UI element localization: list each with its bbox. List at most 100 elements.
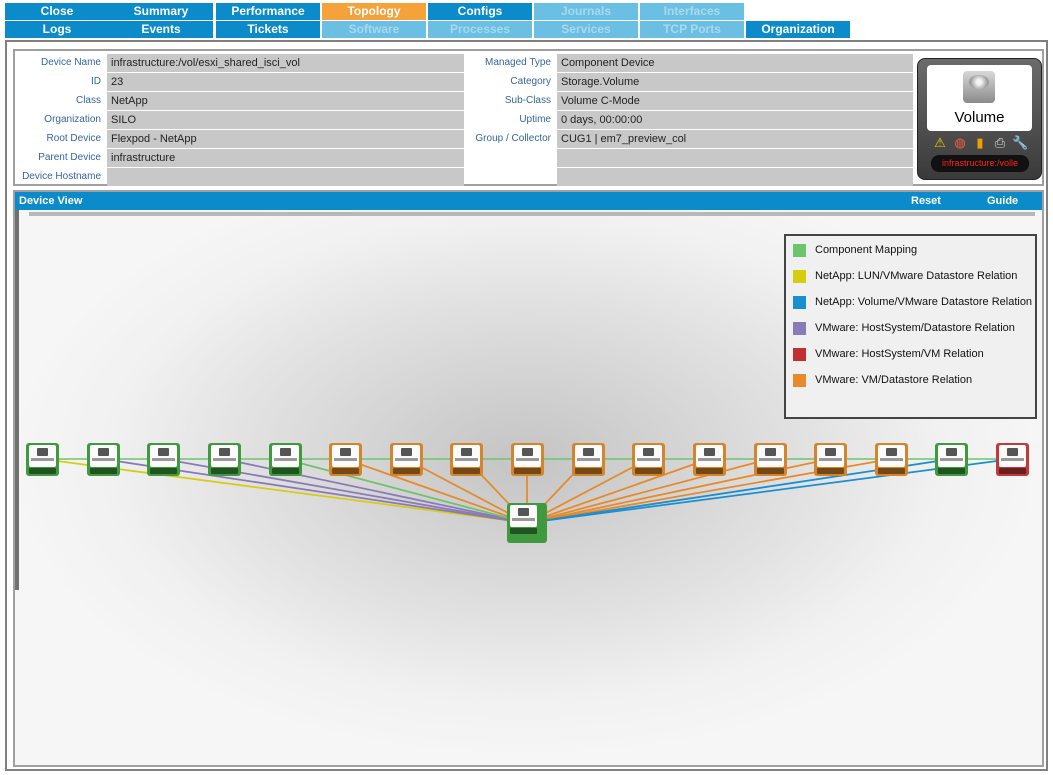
field-label: Category xyxy=(510,76,551,87)
field-label: Group / Collector xyxy=(475,133,551,144)
device-icon xyxy=(332,445,360,467)
device-status-strip xyxy=(635,468,663,474)
topology-node[interactable] xyxy=(632,443,666,476)
device-caption xyxy=(31,458,54,461)
topology-node[interactable] xyxy=(207,443,241,476)
field-value xyxy=(557,168,913,186)
device-icon xyxy=(999,445,1026,467)
device-caption xyxy=(91,458,115,461)
horizontal-scrollbar[interactable] xyxy=(29,212,1035,216)
topology-node-center[interactable] xyxy=(507,503,547,543)
topology-node[interactable] xyxy=(935,443,969,476)
warning-icon[interactable]: ⚠ xyxy=(934,135,946,150)
device-icon xyxy=(635,445,663,467)
legend-label: NetApp: Volume/VMware Datastore Relation xyxy=(815,296,1033,308)
topology-node[interactable] xyxy=(147,443,181,476)
device-status-strip xyxy=(999,468,1026,474)
topology-node[interactable] xyxy=(571,443,605,476)
device-icon xyxy=(150,445,178,467)
topology-node[interactable] xyxy=(329,443,363,476)
legend-swatch xyxy=(793,374,806,387)
device-icon xyxy=(510,505,537,527)
field-value: Storage.Volume xyxy=(557,73,913,91)
device-status-strip xyxy=(877,468,905,474)
device-icon xyxy=(877,445,905,467)
field-label: Class xyxy=(75,95,101,106)
legend-label: NetApp: LUN/VMware Datastore Relation xyxy=(815,270,1018,282)
device-glyph xyxy=(825,448,837,456)
device-caption xyxy=(637,458,661,461)
topology-node[interactable] xyxy=(511,443,544,476)
vertical-scrollbar[interactable] xyxy=(15,210,19,590)
device-icon xyxy=(271,445,299,467)
volume-icon-disk xyxy=(969,75,989,89)
device-glyph xyxy=(885,448,897,456)
tab-logs[interactable]: Logs xyxy=(5,21,109,38)
device-glyph xyxy=(582,448,594,456)
field-label: Parent Device xyxy=(38,152,101,163)
device-status-strip xyxy=(756,468,784,474)
topology-node[interactable] xyxy=(389,443,423,476)
topology-node[interactable] xyxy=(996,443,1029,476)
field-value: Flexpod - NetApp xyxy=(107,130,464,148)
field-value xyxy=(557,149,913,167)
tab-summary[interactable]: Summary xyxy=(109,3,213,20)
guide-button[interactable]: Guide xyxy=(987,195,1019,207)
tab-organization[interactable]: Organization xyxy=(746,21,850,38)
topology-node[interactable] xyxy=(268,443,302,476)
tab-software: Software xyxy=(322,21,426,38)
field-label: Device Name xyxy=(40,57,101,68)
wrench-icon[interactable]: 🔧 xyxy=(1012,135,1029,150)
device-caption xyxy=(758,458,782,461)
device-icon xyxy=(756,445,784,467)
lifebuoy-icon[interactable]: ◍ xyxy=(954,135,966,150)
field-value: Component Device xyxy=(557,54,913,72)
device-icon xyxy=(695,445,723,467)
relation-link xyxy=(526,458,710,524)
field-value: Volume C-Mode xyxy=(557,92,913,110)
topology-node[interactable] xyxy=(86,443,120,476)
field-label: Uptime xyxy=(519,114,551,125)
field-label: Managed Type xyxy=(485,57,551,68)
device-glyph xyxy=(518,508,529,516)
topology-node[interactable] xyxy=(753,443,787,476)
device-glyph xyxy=(218,448,230,456)
device-icon xyxy=(89,445,117,467)
device-caption xyxy=(940,458,964,461)
field-value: NetApp xyxy=(107,92,464,110)
tab-topology[interactable]: Topology xyxy=(322,3,426,20)
device-caption xyxy=(394,458,418,461)
topology-node[interactable] xyxy=(874,443,908,476)
topology-node[interactable] xyxy=(692,443,726,476)
device-caption xyxy=(576,458,600,461)
topology-node[interactable] xyxy=(814,443,848,476)
tab-close[interactable]: Close xyxy=(5,3,109,20)
bar-chart-icon[interactable]: ▮ xyxy=(976,135,984,150)
tab-tcp-ports: TCP Ports xyxy=(640,21,744,38)
tab-tickets[interactable]: Tickets xyxy=(216,21,320,38)
tab-journals: Journals xyxy=(534,3,638,20)
reset-button[interactable]: Reset xyxy=(911,195,941,207)
device-icon xyxy=(938,445,966,467)
field-value xyxy=(107,168,464,186)
field-value: 23 xyxy=(107,73,464,91)
device-status-strip xyxy=(210,468,238,474)
relation-link xyxy=(284,458,528,524)
tab-events[interactable]: Events xyxy=(109,21,213,38)
topology-node[interactable] xyxy=(26,443,59,476)
topology-node[interactable] xyxy=(450,443,484,476)
legend-label: VMware: VM/Datastore Relation xyxy=(815,374,973,386)
tab-processes: Processes xyxy=(428,21,532,38)
relation-link xyxy=(41,458,528,524)
relation-link xyxy=(526,458,1013,524)
device-view-header: Device View Reset Guide xyxy=(15,192,1042,210)
tab-performance[interactable]: Performance xyxy=(216,3,320,20)
printer-icon[interactable]: ⎙ xyxy=(994,135,1006,150)
device-icon xyxy=(29,445,56,467)
device-glyph xyxy=(158,448,170,456)
tab-configs[interactable]: Configs xyxy=(428,3,532,20)
device-glyph xyxy=(97,448,109,456)
